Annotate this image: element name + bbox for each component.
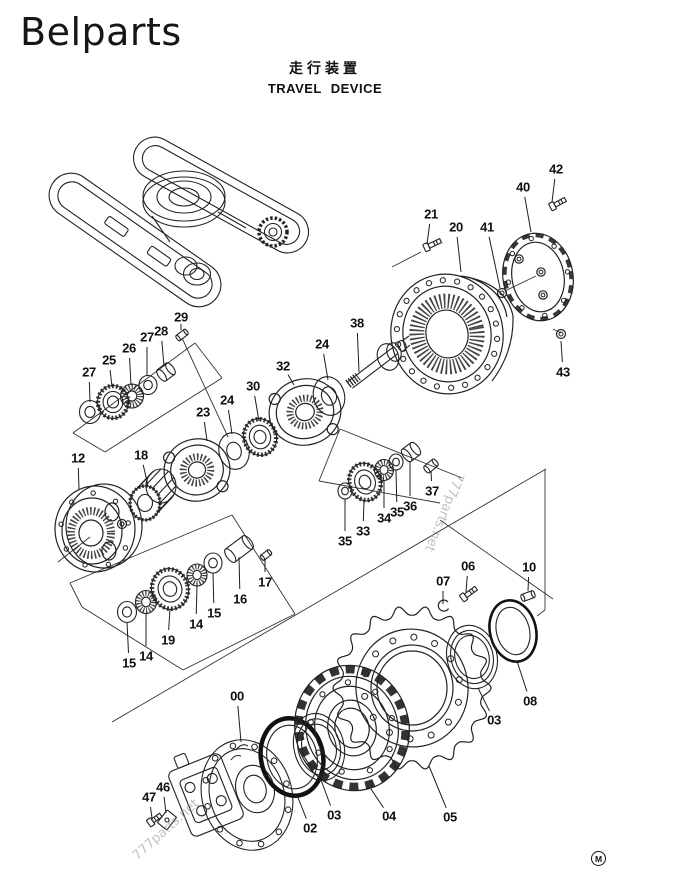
part-label-17: 17: [258, 574, 272, 590]
leader-lines: [77, 178, 563, 819]
part-label-08: 08: [523, 693, 537, 709]
part-label-41: 41: [480, 219, 494, 235]
part-label-43: 43: [556, 364, 570, 380]
generated-small-parts: [58, 196, 571, 848]
page-title: 走行装置 TRAVEL DEVICE: [240, 58, 410, 96]
part-label-20: 20: [449, 219, 463, 235]
part-label-33: 33: [356, 523, 370, 539]
part-label-27: 27: [82, 364, 96, 380]
part-label-47: 47: [142, 789, 156, 805]
undercarriage-drawing: [48, 136, 310, 308]
part-label-27: 27: [140, 329, 154, 345]
ring-gear-20-drawing: [390, 273, 514, 395]
part-label-35: 35: [338, 533, 352, 549]
part-label-15: 15: [122, 655, 136, 671]
motor-00-drawing: [168, 739, 294, 851]
part-label-18: 18: [134, 447, 148, 463]
part-label-03: 03: [327, 807, 341, 823]
part-label-24: 24: [220, 392, 234, 408]
part-label-40: 40: [516, 179, 530, 195]
title-english: TRAVEL DEVICE: [267, 81, 383, 96]
part-label-29: 29: [174, 309, 188, 325]
part-label-02: 02: [303, 820, 317, 836]
part-label-19: 19: [161, 632, 175, 648]
part-label-32: 32: [276, 358, 290, 374]
seal-08-drawing: [488, 599, 538, 663]
part-label-05: 05: [443, 809, 457, 825]
part-label-14: 14: [139, 648, 153, 664]
part-label-30: 30: [246, 378, 260, 394]
part-label-36: 36: [403, 498, 417, 514]
part-label-38: 38: [350, 315, 364, 331]
part-label-26: 26: [122, 340, 136, 356]
snap-ring-07-drawing: [437, 599, 450, 612]
part-label-00: 00: [230, 688, 244, 704]
part-label-16: 16: [233, 591, 247, 607]
part-label-03: 03: [487, 712, 501, 728]
part-label-12: 12: [71, 450, 85, 466]
part-label-28: 28: [154, 323, 168, 339]
part-label-06: 06: [461, 558, 475, 574]
part-label-35: 35: [390, 504, 404, 520]
cover-40-drawing: [502, 232, 574, 322]
part-label-10: 10: [522, 559, 536, 575]
part-label-46: 46: [156, 779, 170, 795]
part-label-24: 24: [315, 336, 329, 352]
part-label-34: 34: [377, 510, 391, 526]
part-label-21: 21: [424, 206, 438, 222]
brand-logo: Belparts: [20, 10, 182, 54]
drum-04-drawing: [294, 664, 410, 792]
carrier-12-drawing: [54, 483, 143, 573]
part-label-15: 15: [207, 605, 221, 621]
part-label-42: 42: [549, 161, 563, 177]
part-label-07: 07: [436, 573, 450, 589]
part-label-25: 25: [102, 352, 116, 368]
part-label-14: 14: [189, 616, 203, 632]
guide-lines: [57, 251, 562, 723]
title-chinese: 走行装置: [289, 61, 361, 77]
part-label-23: 23: [196, 404, 210, 420]
part-label-37: 37: [425, 483, 439, 499]
sprocket-05-drawing: [332, 606, 492, 770]
sun-gear-18-drawing: [128, 468, 177, 522]
rev-marker: M: [591, 851, 606, 866]
part-label-04: 04: [382, 808, 396, 824]
